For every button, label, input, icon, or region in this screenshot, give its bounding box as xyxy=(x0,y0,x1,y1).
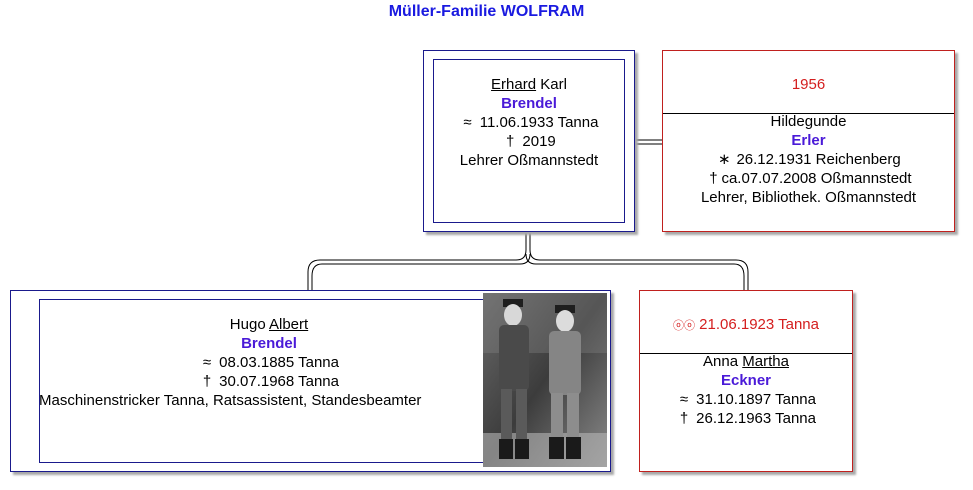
dagger-icon: † xyxy=(506,133,515,150)
death-row: † 26.12.1963 Tanna xyxy=(640,409,852,428)
dagger-icon: † xyxy=(709,170,718,187)
person-name: Hildegunde xyxy=(770,113,847,130)
person-surname: Eckner xyxy=(720,372,772,389)
person-box-grandfather[interactable]: Hugo Albert Brendel ≈ 08.03.1885 Tanna †… xyxy=(10,290,611,472)
birth-date: 26.12.1931 Reichenberg xyxy=(736,151,901,168)
person-surname: Erler xyxy=(791,132,826,149)
birth-row: ∗ 26.12.1931 Reichenberg xyxy=(663,150,954,169)
occupation: Lehrer Oßmannstedt xyxy=(459,152,599,169)
branch-right-inner xyxy=(525,253,745,290)
person-name: Anna Martha xyxy=(640,352,852,371)
first-name: Anna xyxy=(703,353,739,370)
box-divider xyxy=(640,353,852,354)
person-box-wife[interactable]: 1956 Hildegunde Erler ∗ 26.12.1931 Reich… xyxy=(662,50,955,232)
person-box-father[interactable]: Erhard Karl Brendel ≈ 11.06.1933 Tanna †… xyxy=(423,50,635,232)
birth-row: ≈ 11.06.1933 Tanna xyxy=(424,113,634,132)
person-surname: Brendel xyxy=(501,95,557,112)
death-row: † 2019 xyxy=(424,132,634,151)
person-details: Erhard Karl Brendel ≈ 11.06.1933 Tanna †… xyxy=(424,75,634,170)
call-name: Albert xyxy=(269,316,309,333)
baptism-icon: ≈ xyxy=(463,114,472,131)
birth-row: ≈ 08.03.1885 Tanna xyxy=(39,353,499,372)
death-row: †ca.07.07.2008 Oßmannstedt xyxy=(663,169,954,188)
branch-left-inner xyxy=(311,253,531,290)
baptism-icon: ≈ xyxy=(679,391,689,408)
portrait-photo[interactable] xyxy=(483,293,607,467)
dagger-icon: † xyxy=(202,373,212,390)
person-name: Erhard Karl xyxy=(424,75,634,94)
person-details: Anna Martha Eckner ≈ 31.10.1897 Tanna † … xyxy=(640,352,852,428)
person-box-grandmother[interactable]: ⓞⓞ 21.06.1923 Tanna Anna Martha Eckner ≈… xyxy=(639,290,853,472)
death-date: 30.07.1968 Tanna xyxy=(219,373,339,390)
marriage-date: 21.06.1923 Tanna xyxy=(699,316,819,333)
birth-row: ≈ 31.10.1897 Tanna xyxy=(640,390,852,409)
marriage-row: ⓞⓞ 21.06.1923 Tanna xyxy=(640,315,852,336)
person-name: Hugo Albert xyxy=(39,315,499,334)
occupation: Lehrer, Bibliothek. Oßmannstedt xyxy=(700,189,917,206)
person-details: Hugo Albert Brendel ≈ 08.03.1885 Tanna †… xyxy=(39,315,499,410)
person-box-inner-frame xyxy=(433,59,625,223)
page-title: Müller-Familie WOLFRAM xyxy=(388,3,585,20)
call-name: Martha xyxy=(742,353,789,370)
branch-left-outer xyxy=(307,249,527,290)
birth-date: 11.06.1933 Tanna xyxy=(479,114,599,131)
death-row: † 30.07.1968 Tanna xyxy=(39,372,499,391)
asterisk-icon: ∗ xyxy=(717,151,731,168)
branch-right-outer xyxy=(529,249,749,290)
box-divider xyxy=(663,113,954,114)
wedding-rings-icon: ⓞⓞ xyxy=(672,320,695,332)
death-date: 2019 xyxy=(522,133,556,150)
first-name: Hugo xyxy=(229,316,266,333)
death-date: ca.07.07.2008 Oßmannstedt xyxy=(721,170,912,187)
occupation: Maschinenstricker Tanna, Ratsassistent, … xyxy=(39,392,422,409)
person-surname: Brendel xyxy=(241,335,297,352)
call-name: Erhard xyxy=(491,76,537,93)
person-details: Hildegunde Erler ∗ 26.12.1931 Reichenber… xyxy=(663,112,954,207)
death-date: 26.12.1963 Tanna xyxy=(696,410,816,427)
first-name: Karl xyxy=(540,76,567,93)
dagger-icon: † xyxy=(679,410,689,427)
birth-date: 08.03.1885 Tanna xyxy=(219,354,339,371)
baptism-icon: ≈ xyxy=(202,354,212,371)
marriage-year: 1956 xyxy=(791,76,826,93)
birth-date: 31.10.1897 Tanna xyxy=(696,391,816,408)
